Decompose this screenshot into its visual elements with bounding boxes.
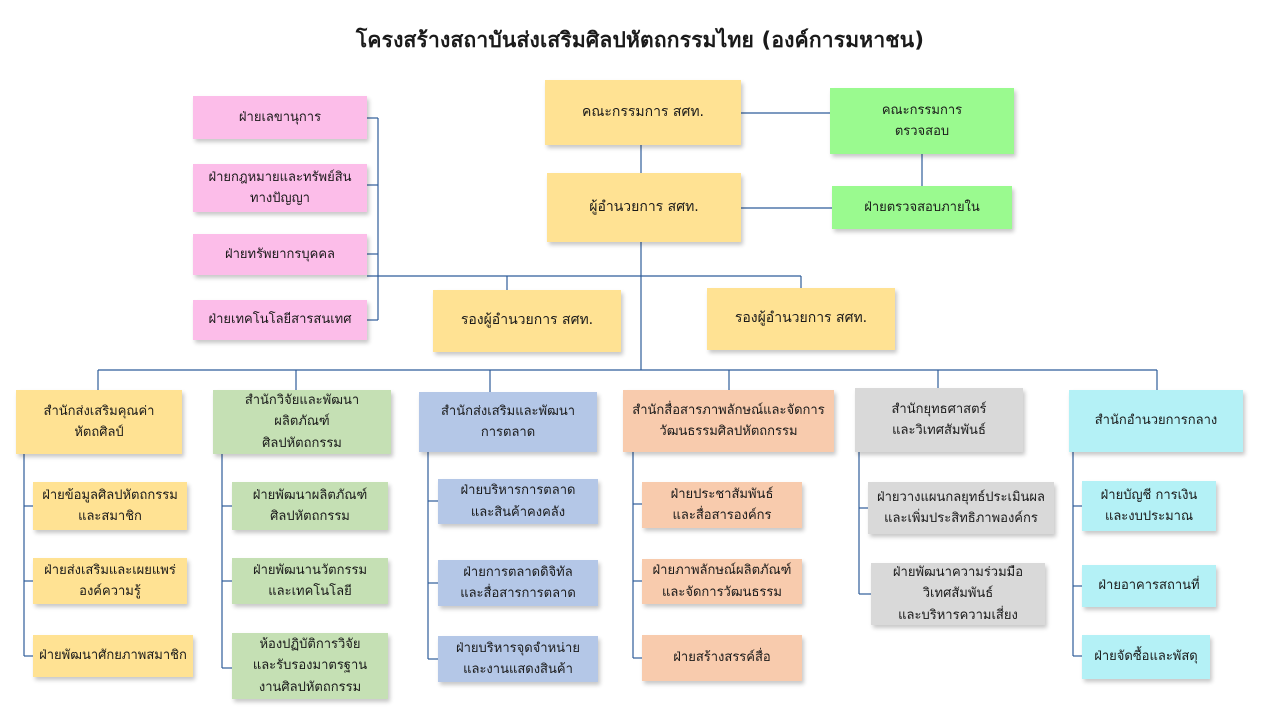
office-3-unit-3: ฝ่ายบริหารจุดจำหน่าย และงานแสดงสินค้า (438, 636, 598, 682)
unit-label: ห้องปฏิบัติการวิจัย และรับรองมาตรฐาน งาน… (252, 636, 368, 695)
unit-label: ฝ่ายพัฒนาผลิตภัณฑ์ ศิลปหัตถกรรม (252, 487, 368, 524)
deputy-director-left-label: รองผู้อำนวยการ สศท. (460, 312, 594, 329)
staff-unit-secretariat: ฝ่ายเลขานุการ (193, 96, 367, 139)
unit-label: ฝ่ายสร้างสรรค์สื่อ (673, 650, 771, 666)
office-3-unit-2: ฝ่ายการตลาดดิจิทัล และสื่อสารการตลาด (438, 560, 598, 606)
staff-unit-label: ฝ่ายเทคโนโลยีสารสนเทศ (208, 312, 352, 328)
office-2-unit-3: ห้องปฏิบัติการวิจัย และรับรองมาตรฐาน งาน… (232, 633, 388, 699)
office-2-unit-2: ฝ่ายพัฒนานวัตกรรม และเทคโนโลยี (232, 558, 388, 604)
unit-label: ฝ่ายจัดซื้อและพัสดุ (1094, 649, 1198, 665)
deputy-director-right-label: รองผู้อำนวยการ สศท. (734, 310, 868, 327)
office-6-box: สำนักอำนวยการกลาง (1069, 390, 1243, 452)
staff-unit-hr: ฝ่ายทรัพยากรบุคคล (193, 234, 367, 275)
board-box: คณะกรรมการ สศท. (545, 80, 741, 145)
office-4-unit-2: ฝ่ายภาพลักษณ์ผลิตภัณฑ์ และจัดการวัฒนธรรม (642, 559, 802, 604)
deputy-director-right-box: รองผู้อำนวยการ สศท. (707, 288, 895, 350)
audit-committee-label: คณะกรรมการ ตรวจสอบ (881, 102, 963, 139)
unit-label: ฝ่ายบริหารการตลาด และสินค้าคงคลัง (460, 483, 576, 520)
office-6-unit-1: ฝ่ายบัญชี การเงิน และงบประมาณ (1082, 481, 1216, 531)
unit-label: ฝ่ายพัฒนาศักยภาพสมาชิก (39, 648, 187, 664)
audit-committee-box: คณะกรรมการ ตรวจสอบ (830, 88, 1014, 154)
office-5-unit-1: ฝ่ายวางแผนกลยุทธ์ประเมินผล และเพิ่มประสิ… (868, 482, 1054, 534)
staff-unit-legal: ฝ่ายกฎหมายและทรัพย์สิน ทางปัญญา (193, 164, 367, 212)
staff-unit-label: ฝ่ายทรัพยากรบุคคล (224, 246, 336, 262)
unit-label: ฝ่ายส่งเสริมและเผยแพร่ องค์ความรู้ (44, 562, 176, 599)
unit-label: ฝ่ายพัฒนาความร่วมมือ วิเทศสัมพันธ์ และบร… (892, 564, 1024, 623)
director-label: ผู้อำนวยการ สศท. (589, 198, 699, 215)
office-1-unit-2: ฝ่ายส่งเสริมและเผยแพร่ องค์ความรู้ (33, 558, 187, 604)
unit-label: ฝ่ายพัฒนานวัตกรรม และเทคโนโลยี (252, 562, 368, 599)
unit-label: ฝ่ายอาคารสถานที่ (1098, 578, 1200, 594)
unit-label: ฝ่ายบริหารจุดจำหน่าย และงานแสดงสินค้า (456, 640, 580, 677)
office-2-box: สำนักวิจัยและพัฒนาผลิตภัณฑ์ ศิลปหัตถกรรม (213, 390, 391, 454)
office-2-unit-1: ฝ่ายพัฒนาผลิตภัณฑ์ ศิลปหัตถกรรม (232, 482, 388, 530)
office-5-unit-2: ฝ่ายพัฒนาความร่วมมือ วิเทศสัมพันธ์ และบร… (871, 563, 1045, 625)
staff-unit-label: ฝ่ายกฎหมายและทรัพย์สิน ทางปัญญา (208, 169, 352, 206)
staff-unit-label: ฝ่ายเลขานุการ (238, 109, 322, 125)
office-label: สำนักวิจัยและพัฒนาผลิตภัณฑ์ ศิลปหัตถกรรม (244, 392, 360, 451)
office-4-unit-3: ฝ่ายสร้างสรรค์สื่อ (642, 635, 802, 681)
office-label: สำนักยุทธศาสตร์ และวิเทศสัมพันธ์ (891, 401, 987, 438)
office-1-box: สำนักส่งเสริมคุณค่า หัตถศิลป์ (16, 390, 182, 454)
unit-label: ฝ่ายการตลาดดิจิทัล และสื่อสารการตลาด (460, 564, 576, 601)
office-1-unit-3: ฝ่ายพัฒนาศักยภาพสมาชิก (33, 635, 193, 677)
office-label: สำนักส่งเสริมและพัฒนา การตลาด (440, 403, 576, 440)
office-3-box: สำนักส่งเสริมและพัฒนา การตลาด (419, 392, 597, 452)
director-box: ผู้อำนวยการ สศท. (547, 173, 741, 242)
staff-unit-it: ฝ่ายเทคโนโลยีสารสนเทศ (193, 300, 367, 340)
unit-label: ฝ่ายบัญชี การเงิน และงบประมาณ (1100, 487, 1198, 524)
unit-label: ฝ่ายข้อมูลศิลปหัตถกรรม และสมาชิก (42, 487, 178, 524)
office-4-unit-1: ฝ่ายประชาสัมพันธ์ และสื่อสารองค์กร (642, 482, 802, 528)
internal-audit-box: ฝ่ายตรวจสอบภายใน (832, 186, 1012, 229)
office-4-box: สำนักสื่อสารภาพลักษณ์และจัดการ วัฒนธรรมศ… (623, 390, 834, 452)
unit-label: ฝ่ายประชาสัมพันธ์ และสื่อสารองค์กร (670, 486, 774, 523)
unit-label: ฝ่ายภาพลักษณ์ผลิตภัณฑ์ และจัดการวัฒนธรรม (652, 563, 792, 600)
office-5-box: สำนักยุทธศาสตร์ และวิเทศสัมพันธ์ (855, 388, 1023, 452)
internal-audit-label: ฝ่ายตรวจสอบภายใน (864, 199, 980, 215)
board-label: คณะกรรมการ สศท. (581, 103, 705, 120)
unit-label: ฝ่ายวางแผนกลยุทธ์ประเมินผล และเพิ่มประสิ… (876, 489, 1046, 526)
office-6-unit-2: ฝ่ายอาคารสถานที่ (1082, 565, 1216, 607)
office-label: สำนักสื่อสารภาพลักษณ์และจัดการ วัฒนธรรมศ… (632, 402, 825, 439)
office-6-unit-3: ฝ่ายจัดซื้อและพัสดุ (1082, 635, 1210, 679)
deputy-director-left-box: รองผู้อำนวยการ สศท. (433, 290, 621, 352)
office-label: สำนักส่งเสริมคุณค่า หัตถศิลป์ (43, 403, 155, 440)
office-3-unit-1: ฝ่ายบริหารการตลาด และสินค้าคงคลัง (438, 479, 598, 524)
office-1-unit-1: ฝ่ายข้อมูลศิลปหัตถกรรม และสมาชิก (33, 482, 187, 530)
chart-title: โครงสร้างสถาบันส่งเสริมศิลปหัตถกรรมไทย (… (355, 28, 925, 52)
office-label: สำนักอำนวยการกลาง (1094, 413, 1218, 429)
